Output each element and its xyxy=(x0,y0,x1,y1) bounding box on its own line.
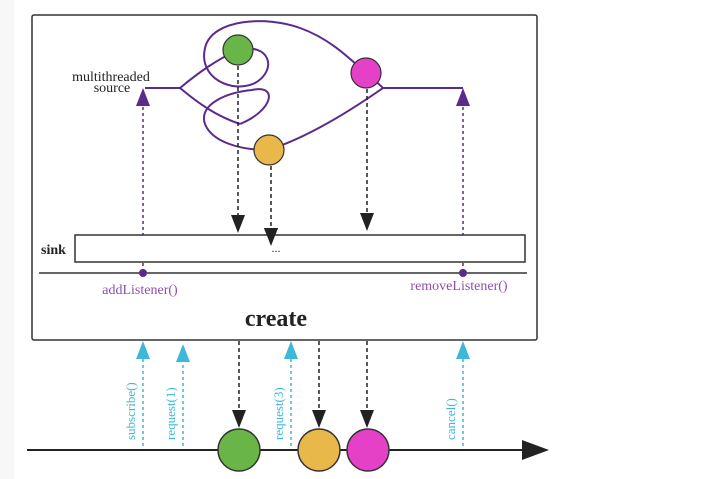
cancel-label: cancel() xyxy=(443,398,458,440)
remove-listener-label: removeListener() xyxy=(410,279,508,294)
source-curves xyxy=(145,20,463,152)
magenta-marble-source xyxy=(350,57,382,89)
cancel-arrowhead xyxy=(456,341,470,359)
magenta-to-output-arrowhead xyxy=(360,410,374,428)
subscribe-label: subscribe() xyxy=(123,382,138,440)
add-listener-arrowhead xyxy=(136,88,150,106)
yellow-to-output-arrowhead xyxy=(312,410,326,428)
source-label-line2: source xyxy=(94,81,131,96)
remove-listener-dot xyxy=(459,269,467,277)
request-signals xyxy=(136,341,470,446)
left-gutter xyxy=(0,0,14,479)
operator-name: create xyxy=(245,306,308,332)
operator-box xyxy=(31,14,538,341)
sink-label: sink xyxy=(41,243,66,258)
sink-content: ... xyxy=(272,241,281,255)
output-timeline-arrowhead xyxy=(522,440,549,460)
yellow-marble-output xyxy=(297,428,341,472)
request-3-label: request(3) xyxy=(271,387,286,440)
green-to-sink-arrowhead xyxy=(231,215,245,233)
green-marble-source xyxy=(222,34,254,66)
yellow-marble-source xyxy=(253,134,285,166)
request-3-arrowhead xyxy=(284,341,298,359)
add-listener-label: addListener() xyxy=(102,283,178,298)
sink-box xyxy=(74,234,526,263)
remove-listener-arrowhead xyxy=(456,88,470,106)
subscribe-arrowhead xyxy=(136,341,150,359)
green-to-output-arrowhead xyxy=(232,410,246,428)
add-listener-dot xyxy=(139,269,147,277)
request-1-arrowhead xyxy=(176,344,190,362)
source-label-line1: multithreaded xyxy=(72,70,150,85)
green-marble-output xyxy=(217,428,261,472)
magenta-to-sink-arrowhead xyxy=(360,213,374,231)
request-1-label: request(1) xyxy=(163,387,178,440)
magenta-marble-output xyxy=(346,428,390,472)
